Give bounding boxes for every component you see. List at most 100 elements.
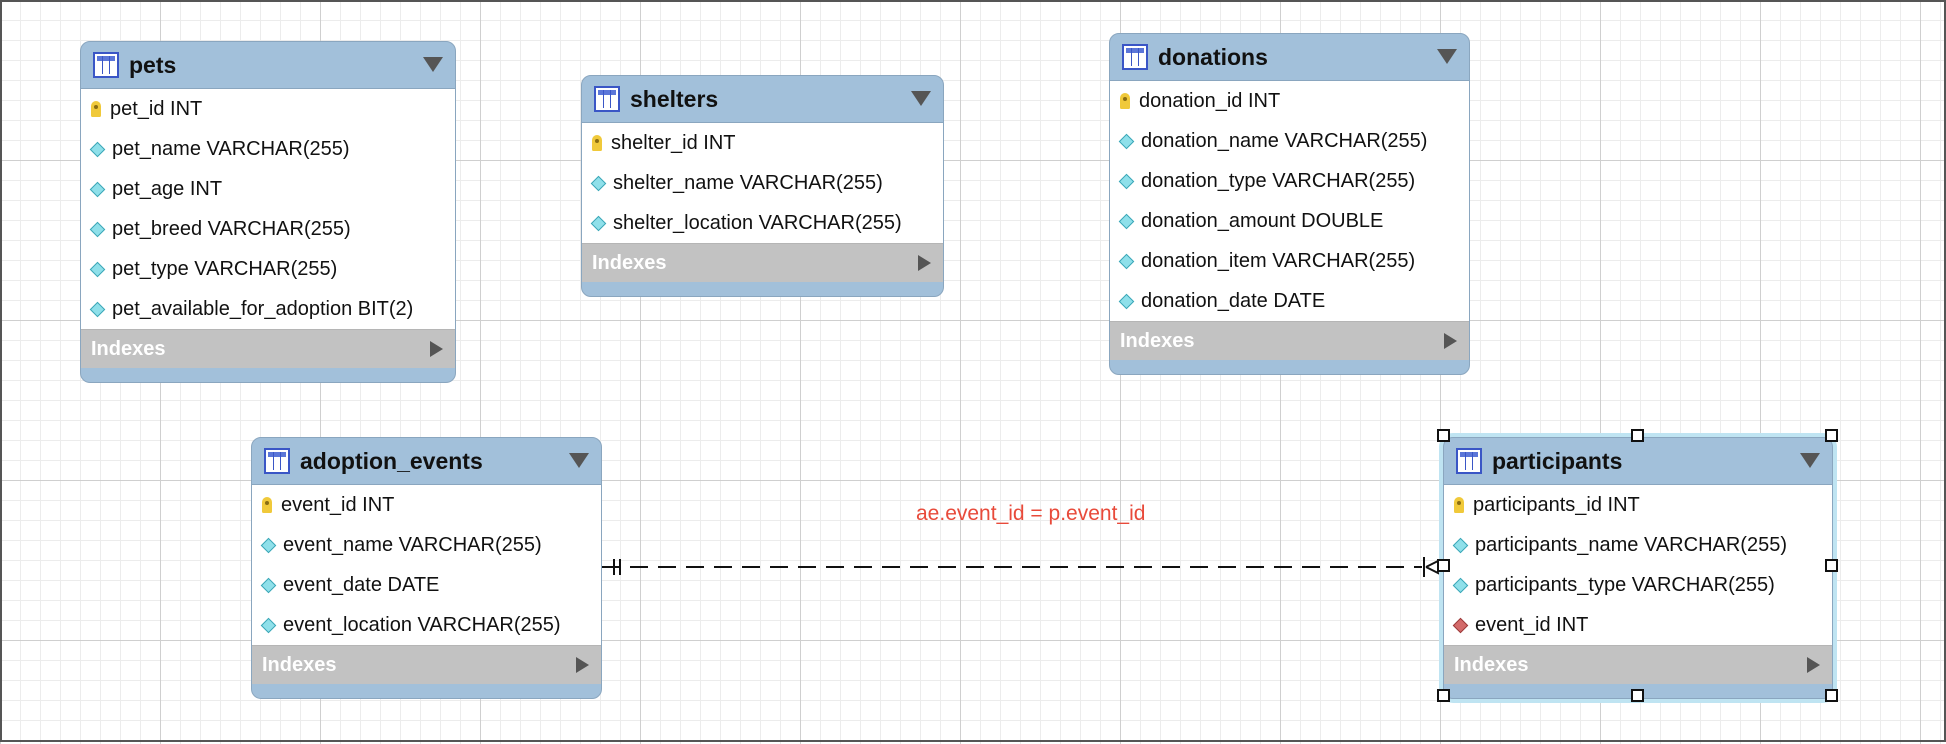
chevron-down-icon[interactable] [911,91,931,106]
column-list: pet_id INT pet_name VARCHAR(255) pet_age… [81,88,455,329]
column-row[interactable]: event_id INT [252,485,601,525]
resize-handle-bottom-right[interactable] [1825,689,1838,702]
column-row[interactable]: event_id INT [1444,605,1832,645]
indexes-bar[interactable]: Indexes [252,645,601,684]
resize-handle-top-left[interactable] [1437,429,1450,442]
table-header[interactable]: donations [1110,34,1469,80]
column-row[interactable]: donation_type VARCHAR(255) [1110,161,1469,201]
column-label: donation_id INT [1139,89,1281,112]
column-label: pet_type VARCHAR(255) [112,257,338,280]
column-list: event_id INT event_name VARCHAR(255) eve… [252,484,601,645]
resize-handle-top-center[interactable] [1631,429,1644,442]
attribute-diamond-icon [91,262,103,276]
column-label: shelter_location VARCHAR(255) [613,211,902,234]
table-header[interactable]: participants [1444,438,1832,484]
table-title: donations [1158,43,1268,70]
expand-arrow-icon[interactable] [576,657,589,673]
column-row[interactable]: participants_id INT [1444,485,1832,525]
column-row[interactable]: participants_name VARCHAR(255) [1444,525,1832,565]
indexes-bar[interactable]: Indexes [582,243,943,282]
table-header[interactable]: pets [81,42,455,88]
column-row[interactable]: pet_id INT [81,89,455,129]
attribute-diamond-icon [262,578,274,592]
attribute-diamond-icon [91,222,103,236]
table-icon [1456,448,1482,474]
column-row[interactable]: donation_id INT [1110,81,1469,121]
expand-arrow-icon[interactable] [1807,657,1820,673]
table-footer [252,684,601,698]
chevron-down-icon[interactable] [569,453,589,468]
column-label: event_date DATE [283,573,440,596]
column-row[interactable]: event_date DATE [252,565,601,605]
table-title: participants [1492,447,1623,474]
indexes-label: Indexes [1454,653,1529,676]
column-label: pet_name VARCHAR(255) [112,137,350,160]
column-row[interactable]: shelter_name VARCHAR(255) [582,163,943,203]
column-list: shelter_id INT shelter_name VARCHAR(255)… [582,122,943,243]
column-row[interactable]: pet_age INT [81,169,455,209]
table-icon [1122,44,1148,70]
expand-arrow-icon[interactable] [918,255,931,271]
column-list: participants_id INT participants_name VA… [1444,484,1832,645]
column-row[interactable]: pet_name VARCHAR(255) [81,129,455,169]
column-row[interactable]: pet_available_for_adoption BIT(2) [81,289,455,329]
column-row[interactable]: donation_item VARCHAR(255) [1110,241,1469,281]
column-label: donation_item VARCHAR(255) [1141,249,1416,272]
column-label: shelter_id INT [611,131,736,154]
attribute-diamond-icon [1120,254,1132,268]
column-row[interactable]: event_location VARCHAR(255) [252,605,601,645]
resize-handle-top-right[interactable] [1825,429,1838,442]
indexes-bar[interactable]: Indexes [1444,645,1832,684]
indexes-bar[interactable]: Indexes [1110,321,1469,360]
table-donations[interactable]: donations donation_id INT donation_name … [1109,33,1470,375]
column-label: event_name VARCHAR(255) [283,533,542,556]
column-row[interactable]: donation_amount DOUBLE [1110,201,1469,241]
column-row[interactable]: shelter_location VARCHAR(255) [582,203,943,243]
table-title: adoption_events [300,447,483,474]
table-icon [594,86,620,112]
column-row[interactable]: participants_type VARCHAR(255) [1444,565,1832,605]
expand-arrow-icon[interactable] [430,341,443,357]
table-icon [264,448,290,474]
column-label: donation_type VARCHAR(255) [1141,169,1416,192]
indexes-label: Indexes [91,337,166,360]
table-participants[interactable]: participants participants_id INT partici… [1443,437,1833,699]
chevron-down-icon[interactable] [1800,453,1820,468]
table-icon [93,52,119,78]
relationship-label[interactable]: ae.event_id = p.event_id [916,502,1146,525]
table-pets[interactable]: pets pet_id INT pet_name VARCHAR(255) pe… [80,41,456,383]
indexes-bar[interactable]: Indexes [81,329,455,368]
primary-key-icon [1120,93,1130,109]
indexes-label: Indexes [262,653,337,676]
resize-handle-middle-left[interactable] [1437,559,1450,572]
chevron-down-icon[interactable] [423,57,443,72]
column-row[interactable]: shelter_id INT [582,123,943,163]
column-label: shelter_name VARCHAR(255) [613,171,883,194]
column-row[interactable]: donation_date DATE [1110,281,1469,321]
table-footer [81,368,455,382]
table-title: shelters [630,85,719,112]
attribute-diamond-icon [1120,214,1132,228]
expand-arrow-icon[interactable] [1444,333,1457,349]
resize-handle-bottom-left[interactable] [1437,689,1450,702]
table-footer [582,282,943,296]
column-label: donation_name VARCHAR(255) [1141,129,1428,152]
table-shelters[interactable]: shelters shelter_id INT shelter_name VAR… [581,75,944,297]
table-header[interactable]: shelters [582,76,943,122]
primary-key-icon [1454,497,1464,513]
attribute-diamond-icon [91,142,103,156]
column-row[interactable]: pet_type VARCHAR(255) [81,249,455,289]
resize-handle-middle-right[interactable] [1825,559,1838,572]
primary-key-icon [592,135,602,151]
table-header[interactable]: adoption_events [252,438,601,484]
resize-handle-bottom-center[interactable] [1631,689,1644,702]
column-label: participants_name VARCHAR(255) [1475,533,1787,556]
attribute-diamond-icon [91,302,103,316]
column-row[interactable]: donation_name VARCHAR(255) [1110,121,1469,161]
chevron-down-icon[interactable] [1437,49,1457,64]
column-row[interactable]: event_name VARCHAR(255) [252,525,601,565]
table-adoption-events[interactable]: adoption_events event_id INT event_name … [251,437,602,699]
column-label: event_id INT [1475,613,1589,636]
column-row[interactable]: pet_breed VARCHAR(255) [81,209,455,249]
